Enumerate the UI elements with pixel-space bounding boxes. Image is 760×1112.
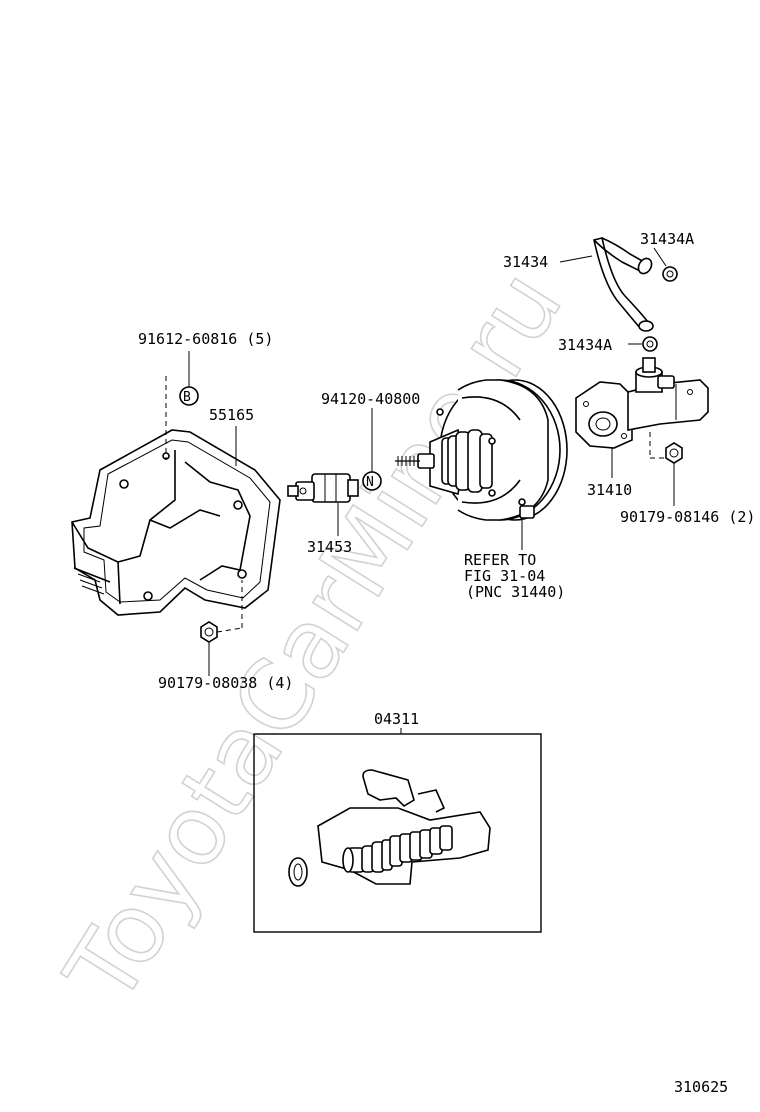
master-cylinder-nut-callout[interactable]: 90179-08146 (2) [620, 508, 755, 526]
bracket-55165[interactable] [71, 429, 281, 616]
booster-ref-line2: FIG 31-04 [464, 567, 545, 585]
leader-hose [559, 255, 593, 263]
master-cylinder-31410[interactable] [575, 357, 709, 449]
booster-ref-line1: REFER TO [464, 551, 536, 569]
nut-symbol: N [366, 475, 374, 490]
brake-booster[interactable] [395, 379, 568, 521]
vacuum-switch-31453[interactable] [287, 473, 359, 503]
switch-nut-callout[interactable]: 94120-40800 [321, 390, 420, 408]
leader-clamp-upper [653, 247, 667, 267]
bracket-bolt-callout[interactable]: 91612-60816 (5) [138, 330, 273, 348]
vacuum-switch-callout[interactable]: 31453 [307, 538, 352, 556]
clamp-lower-callout[interactable]: 31434A [558, 336, 612, 354]
bracket-nut-callout[interactable]: 90179-08038 (4) [158, 674, 293, 692]
master-cylinder-callout[interactable]: 31410 [587, 481, 632, 499]
clamp-upper-callout[interactable]: 31434A [640, 230, 694, 248]
vacuum-hose-31434[interactable] [593, 237, 654, 332]
clamp-lower[interactable] [642, 336, 658, 352]
figure-number: 310625 [674, 1078, 728, 1096]
hose-callout[interactable]: 31434 [503, 253, 548, 271]
repair-kit-callout[interactable]: 04311 [374, 710, 419, 728]
bolt-b[interactable]: B [179, 386, 199, 406]
watermark: ToyotaCarMine.ru [44, 252, 584, 1023]
repair-kit-contents[interactable] [288, 769, 491, 887]
master-cylinder-nut[interactable] [665, 442, 683, 464]
bolt-symbol: B [183, 390, 191, 405]
bracket-nut[interactable] [200, 621, 218, 643]
clamp-upper[interactable] [662, 266, 678, 282]
nut-n[interactable]: N [362, 471, 382, 491]
bracket-callout[interactable]: 55165 [209, 406, 254, 424]
repair-kit-box [253, 733, 542, 933]
dash-nut-bracket [216, 627, 243, 633]
booster-ref-line3: (PNC 31440) [466, 583, 565, 601]
